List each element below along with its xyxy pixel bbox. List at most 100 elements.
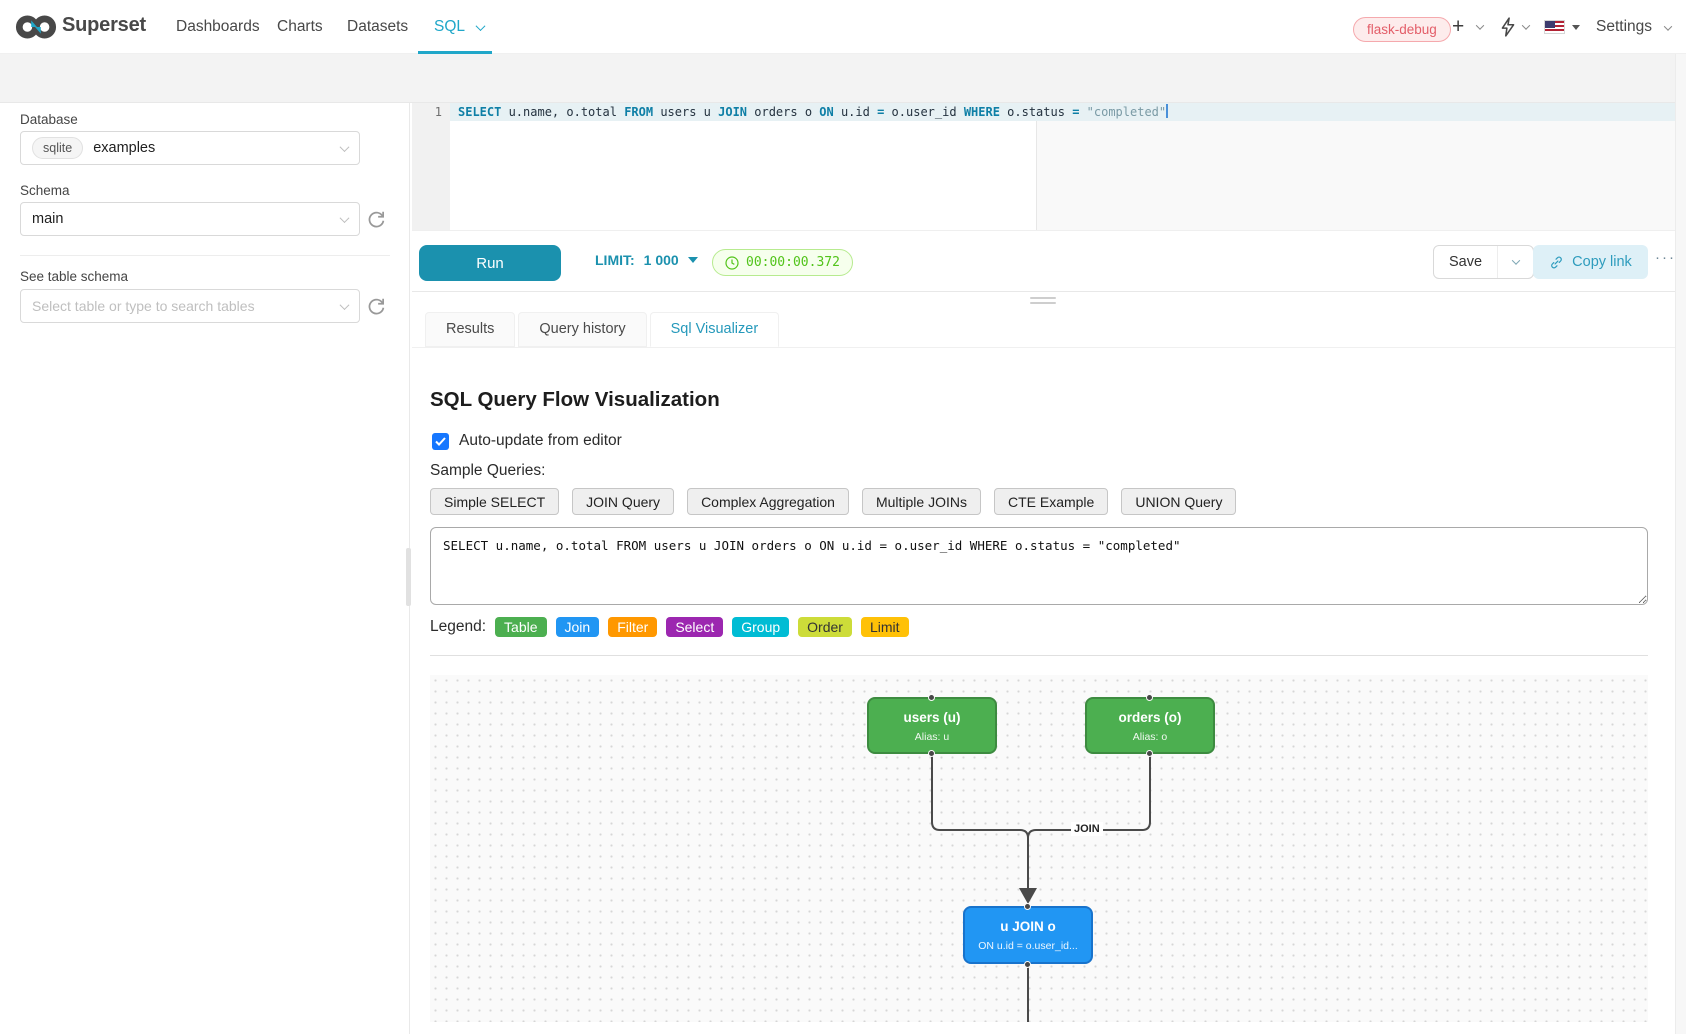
table-schema-label: See table schema bbox=[20, 269, 129, 284]
timer-value: 00:00:00.372 bbox=[746, 255, 840, 270]
sql-code-line: SELECT u.name, o.total FROM users u JOIN… bbox=[458, 103, 1169, 121]
sample-complex-aggregation-button[interactable]: Complex Aggregation bbox=[687, 488, 849, 515]
language-picker[interactable] bbox=[1544, 0, 1565, 54]
samples-label: Sample Queries: bbox=[430, 462, 546, 479]
refresh-icon[interactable] bbox=[366, 209, 386, 229]
pane-resize-handle[interactable] bbox=[1030, 297, 1056, 304]
page-scrollbar[interactable] bbox=[1675, 54, 1686, 1034]
node-handle[interactable] bbox=[1024, 903, 1031, 910]
schema-select-value: main bbox=[32, 211, 64, 227]
copy-link-label: Copy link bbox=[1572, 254, 1632, 270]
legend-badge-select: Select bbox=[666, 617, 724, 637]
more-actions-button[interactable]: ··· bbox=[1655, 249, 1676, 266]
nav-item-sql[interactable]: SQL bbox=[434, 0, 486, 54]
flow-edges bbox=[931, 755, 1151, 1022]
nav-item-dashboards[interactable]: Dashboards bbox=[176, 18, 260, 35]
legend-label: Legend: bbox=[430, 618, 487, 635]
sidebar-resize-handle[interactable] bbox=[406, 548, 411, 606]
lightning-icon bbox=[1501, 17, 1515, 37]
superset-logo-icon bbox=[15, 15, 57, 39]
query-timer: 00:00:00.372 bbox=[712, 249, 853, 276]
chevron-down-icon bbox=[339, 212, 350, 223]
check-icon bbox=[435, 436, 446, 446]
refresh-icon[interactable] bbox=[366, 296, 386, 316]
sql-token: = bbox=[1072, 105, 1080, 119]
legend-row: Legend: Table Join Filter Select Group O… bbox=[430, 617, 909, 637]
chevron-down-icon bbox=[339, 299, 350, 310]
us-flag-icon bbox=[1544, 20, 1565, 34]
divider bbox=[430, 655, 1648, 656]
edge-label-join: JOIN bbox=[1071, 822, 1103, 836]
sample-union-query-button[interactable]: UNION Query bbox=[1121, 488, 1237, 515]
clock-icon bbox=[725, 255, 739, 270]
node-handle[interactable] bbox=[1024, 961, 1031, 968]
sql-token: o.status bbox=[999, 105, 1073, 119]
sql-token: WHERE bbox=[963, 105, 1000, 119]
save-button-group: Save bbox=[1433, 245, 1534, 279]
flow-node-join[interactable]: u JOIN o ON u.id = o.user_id... bbox=[963, 906, 1093, 964]
node-handle[interactable] bbox=[1146, 694, 1153, 701]
chevron-down-icon bbox=[339, 141, 350, 152]
node-title: users (u) bbox=[903, 710, 961, 725]
run-button[interactable]: Run bbox=[419, 245, 561, 281]
sql-token: users u bbox=[653, 105, 719, 119]
sql-token bbox=[1079, 105, 1086, 119]
sql-token: "completed" bbox=[1086, 105, 1167, 119]
sample-simple-select-button[interactable]: Simple SELECT bbox=[430, 488, 560, 515]
sql-editor[interactable]: 1 SELECT u.name, o.total FROM users u JO… bbox=[412, 103, 1675, 230]
save-button[interactable]: Save bbox=[1448, 254, 1483, 270]
navbar: Superset Dashboards Charts Datasets SQL … bbox=[0, 0, 1686, 54]
node-handle[interactable] bbox=[928, 750, 935, 757]
chevron-down-icon bbox=[1664, 22, 1673, 31]
nav-item-datasets[interactable]: Datasets bbox=[347, 18, 409, 35]
node-title: orders (o) bbox=[1118, 710, 1182, 725]
node-handle[interactable] bbox=[1146, 750, 1153, 757]
tab-results[interactable]: Results bbox=[425, 312, 516, 347]
new-item-button[interactable]: + bbox=[1452, 0, 1464, 54]
flow-node-users[interactable]: users (u) Alias: u bbox=[867, 697, 997, 754]
chevron-down-icon bbox=[475, 21, 486, 32]
tab-query-history[interactable]: Query history bbox=[518, 312, 647, 347]
sql-token: JOIN bbox=[718, 105, 748, 119]
settings-menu[interactable]: Settings bbox=[1596, 0, 1673, 54]
legend-badge-filter: Filter bbox=[608, 617, 658, 637]
sample-multiple-joins-button[interactable]: Multiple JOINs bbox=[861, 488, 981, 515]
chevron-down-icon[interactable] bbox=[1521, 0, 1531, 54]
node-subtitle: Alias: o bbox=[1132, 731, 1168, 743]
table-select[interactable]: Select table or type to search tables bbox=[20, 289, 360, 323]
tab-sql-visualizer[interactable]: Sql Visualizer bbox=[649, 312, 780, 347]
sql-token: SELECT bbox=[458, 105, 502, 119]
editor-gutter: 1 bbox=[412, 103, 450, 230]
page-title: SQL Query Flow Visualization bbox=[430, 388, 720, 411]
nav-item-charts[interactable]: Charts bbox=[277, 18, 323, 35]
sql-token: FROM bbox=[624, 105, 654, 119]
copy-link-button[interactable]: Copy link bbox=[1533, 245, 1648, 279]
print-margin-ruler bbox=[1036, 103, 1037, 230]
save-options-button[interactable] bbox=[1497, 246, 1533, 278]
settings-label: Settings bbox=[1596, 18, 1653, 35]
sql-token: = bbox=[877, 105, 885, 119]
legend-badge-order: Order bbox=[798, 617, 852, 637]
sql-token: u.id bbox=[833, 105, 878, 119]
active-line-highlight bbox=[450, 103, 1675, 121]
limit-dropdown[interactable]: LIMIT: 1 000 bbox=[595, 252, 698, 268]
divider bbox=[20, 255, 390, 256]
text-cursor bbox=[1166, 104, 1169, 118]
query-input-textarea[interactable]: SELECT u.name, o.total FROM users u JOIN… bbox=[430, 527, 1648, 605]
caret-down-icon[interactable] bbox=[1572, 0, 1580, 54]
auto-update-checkbox[interactable] bbox=[432, 432, 449, 450]
query-search-button[interactable] bbox=[1499, 0, 1517, 54]
sample-join-query-button[interactable]: JOIN Query bbox=[572, 488, 675, 515]
chevron-down-icon[interactable] bbox=[1475, 0, 1485, 54]
flow-node-orders[interactable]: orders (o) Alias: o bbox=[1085, 697, 1215, 754]
sample-cte-example-button[interactable]: CTE Example bbox=[993, 488, 1109, 515]
database-select[interactable]: sqlite examples bbox=[20, 131, 360, 165]
node-handle[interactable] bbox=[928, 694, 935, 701]
schema-select[interactable]: main bbox=[20, 202, 360, 236]
node-title: u JOIN o bbox=[1000, 919, 1056, 934]
node-subtitle: Alias: u bbox=[914, 731, 950, 743]
result-tabs: Results Query history Sql Visualizer bbox=[425, 312, 780, 347]
flow-canvas[interactable]: JOIN users (u) Alias: u orders (o) Alias… bbox=[430, 675, 1648, 1022]
auto-update-row: Auto-update from editor bbox=[432, 432, 622, 450]
